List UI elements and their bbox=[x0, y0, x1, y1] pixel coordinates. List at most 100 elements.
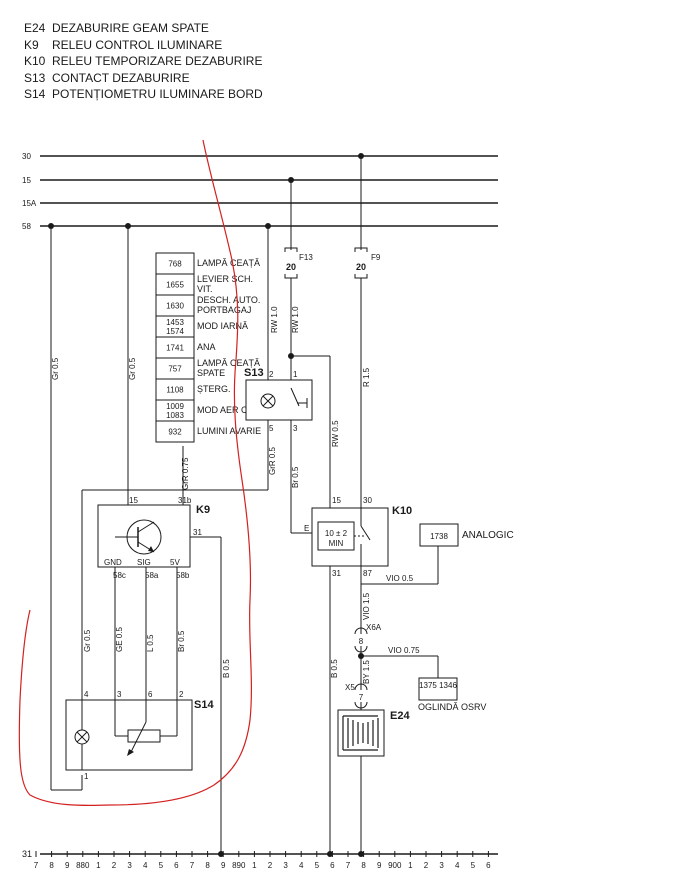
rail-tick-label: 2 bbox=[112, 861, 117, 870]
connector-label: MOD AER COND. bbox=[197, 405, 270, 415]
rail-tick-label: 9 bbox=[221, 861, 226, 870]
connector-cell bbox=[155, 420, 195, 443]
rail-tick-label: 880 bbox=[76, 861, 90, 870]
bottom-rail-label: 31 bbox=[22, 849, 32, 859]
wire-label: VIO 0.75 bbox=[388, 646, 420, 655]
rail-tick-label: 8 bbox=[49, 861, 54, 870]
wire-label: GE 0.5 bbox=[115, 627, 124, 652]
s14-pin-2: 2 bbox=[179, 690, 184, 699]
s13-pin-1: 1 bbox=[293, 370, 298, 379]
k9-pin-58a: 58a bbox=[145, 571, 159, 580]
busbar-label: 30 bbox=[22, 152, 31, 161]
legend-text: RELEU CONTROL ILUMINARE bbox=[52, 37, 223, 52]
connector-number: 768 bbox=[168, 260, 182, 269]
wire-label: B 0.5 bbox=[222, 659, 231, 678]
rail-tick-label: 3 bbox=[127, 861, 132, 870]
k10-timer: 10 ± 2 bbox=[325, 529, 348, 538]
wire-label: GrR 0.75 bbox=[181, 457, 190, 490]
legend-code: S13 bbox=[24, 70, 46, 85]
e24-label: E24 bbox=[390, 710, 410, 722]
rail-tick-label: 8 bbox=[361, 861, 366, 870]
legend: E24 DEZABURIRE GEAM SPATE K9 RELEU CONTROL … bbox=[24, 20, 263, 103]
x5-label: X5 bbox=[345, 683, 355, 692]
oglinda-box: 1375 1346 OGLINDĂ OSRV bbox=[418, 677, 486, 712]
wire-label: RW 1.0 bbox=[270, 306, 279, 333]
k10-label: K10 bbox=[392, 505, 412, 517]
oglinda-number: 1375 1346 bbox=[419, 681, 457, 690]
k9-pin-58b: 58b bbox=[176, 571, 190, 580]
rail-tick-label: 5 bbox=[471, 861, 476, 870]
connector-number: 1630 bbox=[166, 302, 184, 311]
rail-tick-label: 4 bbox=[455, 861, 460, 870]
k9-5v: 5V bbox=[170, 558, 180, 567]
rail-tick-label: 3 bbox=[283, 861, 288, 870]
legend-code: S14 bbox=[24, 87, 46, 102]
legend-row: E24 DEZABURIRE GEAM SPATE bbox=[24, 20, 263, 37]
connector-number: 1108 bbox=[166, 386, 184, 395]
wire-label: Gr 0.5 bbox=[51, 357, 60, 380]
k9-label: K9 bbox=[196, 504, 210, 516]
wire-label: Br 0.5 bbox=[177, 630, 186, 652]
x6a-label: X6A bbox=[366, 623, 382, 632]
lamp-icon bbox=[260, 393, 276, 409]
x5-pin: 7 bbox=[359, 693, 364, 702]
rail-tick-label: 900 bbox=[388, 861, 402, 870]
legend-row: S13 CONTACT DEZABURIRE bbox=[24, 70, 263, 87]
wire-label: VIO 0.5 bbox=[386, 574, 414, 583]
s14-pin-4: 4 bbox=[84, 690, 89, 699]
s14-pin-6: 6 bbox=[148, 690, 153, 699]
wire-label: Br 0.5 bbox=[291, 466, 300, 488]
busbar-label: 58 bbox=[22, 222, 31, 231]
connector-label: LAMPĂ CEAȚĂ bbox=[197, 258, 260, 268]
fuse-f13-label: F13 bbox=[299, 253, 313, 262]
connector-number: 1741 bbox=[166, 344, 184, 353]
connector-label: MOD IARNĂ bbox=[197, 321, 248, 331]
k10-relay: K10 10 ± 2 MIN 15 30 E 31 87 bbox=[304, 496, 412, 578]
fuse-f9-label: F9 bbox=[371, 253, 381, 262]
k10-timer-unit: MIN bbox=[329, 539, 344, 548]
k9-relay: K9 15 31b 31 GND SIG 5V 58c 58a 58b bbox=[97, 496, 210, 580]
wire-label: Gr 0.5 bbox=[128, 357, 137, 380]
rail-tick-label: 7 bbox=[34, 861, 39, 870]
k9-pin-58c: 58c bbox=[113, 571, 126, 580]
wire-label: BY 1.5 bbox=[362, 660, 371, 684]
rail-tick-label: 6 bbox=[330, 861, 335, 870]
rail-tick-label: 4 bbox=[143, 861, 148, 870]
junction-dots bbox=[48, 153, 364, 857]
rail-tick-label: 7 bbox=[190, 861, 195, 870]
wire-label: B 0.5 bbox=[330, 659, 339, 678]
k10-pin-30: 30 bbox=[363, 496, 372, 505]
rail-tick-label: 7 bbox=[346, 861, 351, 870]
wire-label: R 1.5 bbox=[362, 367, 371, 387]
rail-tick-label: 9 bbox=[65, 861, 70, 870]
k9-gnd: GND bbox=[104, 558, 122, 567]
k10-pin-31: 31 bbox=[332, 569, 341, 578]
k9-sig: SIG bbox=[137, 558, 151, 567]
connector-x5: 7 X5 bbox=[345, 683, 368, 709]
rail-tick-label: 6 bbox=[174, 861, 179, 870]
rail-tick-label: 1 bbox=[96, 861, 101, 870]
red-annotation-stroke bbox=[18, 139, 253, 806]
wire-label: Gr 0.5 bbox=[83, 629, 92, 652]
legend-text: DEZABURIRE GEAM SPATE bbox=[52, 21, 209, 35]
rail-tick-label: 6 bbox=[486, 861, 491, 870]
connector-label: ȘTERG. bbox=[197, 384, 231, 394]
legend-code: K9 bbox=[24, 37, 39, 52]
s14-pin-1: 1 bbox=[84, 772, 89, 781]
rail-tick-label: 2 bbox=[424, 861, 429, 870]
s14-potentiometer: S14 4 3 6 2 1 bbox=[65, 690, 214, 781]
legend-code: E24 bbox=[24, 21, 46, 35]
busbar-label: 15A bbox=[22, 199, 37, 208]
legend-text: CONTACT DEZABURIRE bbox=[52, 70, 190, 85]
x6a-pin: 8 bbox=[359, 637, 364, 646]
rail-tick-label: 8 bbox=[205, 861, 210, 870]
s13-pin-3: 3 bbox=[293, 424, 298, 433]
s13-switch: S13 2 1 5 3 bbox=[244, 367, 313, 433]
